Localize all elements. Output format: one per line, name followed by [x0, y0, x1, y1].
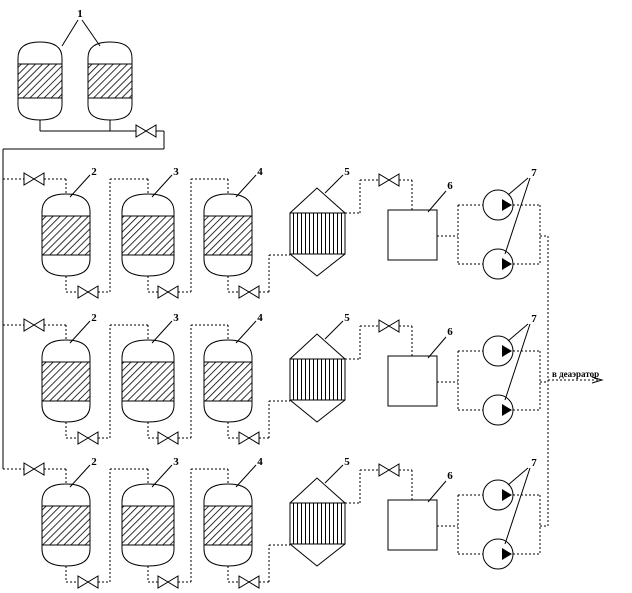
- top-filter-group: [2, 19, 165, 469]
- label-2: 2: [91, 166, 97, 178]
- label-6: 6: [447, 326, 453, 338]
- tank: [387, 209, 438, 261]
- heat-exchanger-tubes: [289, 212, 346, 255]
- label-1: 1: [77, 8, 83, 20]
- pump-arrow-icon: [502, 258, 512, 270]
- pump-lower: [482, 394, 514, 426]
- label-3: 3: [173, 456, 179, 468]
- filter-bed-3: [121, 361, 175, 402]
- label-6: 6: [447, 180, 453, 192]
- filter-bed-3: [121, 215, 175, 256]
- label-4: 4: [257, 166, 263, 178]
- filter-bed-2: [41, 505, 91, 546]
- label-4: 4: [257, 456, 263, 468]
- heat-exchanger-tubes: [289, 502, 346, 545]
- valve-icon[interactable]: [238, 575, 260, 589]
- pump-upper: [482, 189, 514, 221]
- collector-header: [547, 236, 600, 526]
- top-filter-bed-right: [87, 63, 133, 99]
- label-2: 2: [91, 312, 97, 324]
- outlet-arrow-icon: [591, 376, 604, 384]
- filter-bed-3: [121, 505, 175, 546]
- label-7: 7: [531, 167, 537, 179]
- label-5: 5: [344, 166, 350, 178]
- tank: [387, 499, 438, 551]
- valve-icon[interactable]: [238, 285, 260, 299]
- valve-icon[interactable]: [135, 124, 157, 138]
- valve-icon[interactable]: [378, 319, 400, 333]
- label-6: 6: [447, 470, 453, 482]
- valve-icon[interactable]: [157, 431, 179, 445]
- pump-arrow-icon: [502, 345, 512, 357]
- tank: [387, 355, 438, 407]
- valve-icon[interactable]: [378, 173, 400, 187]
- pump-arrow-icon: [502, 404, 512, 416]
- heat-exchanger-tubes: [289, 358, 346, 401]
- valve-icon[interactable]: [77, 431, 99, 445]
- filter-bed-4: [203, 505, 253, 546]
- filter-bed-2: [41, 361, 91, 402]
- filter-bed-2: [41, 215, 91, 256]
- label-4: 4: [257, 312, 263, 324]
- component-labels: 2 3 4 5 6 7 2 3 4 5 6 7 2 3 4 5 6 7: [91, 166, 537, 482]
- pump-arrow-icon: [502, 548, 512, 560]
- pump-arrow-icon: [502, 199, 512, 211]
- filter-bed-4: [203, 215, 253, 256]
- pump-upper: [482, 479, 514, 511]
- valve-icon[interactable]: [77, 575, 99, 589]
- pump-upper: [482, 335, 514, 367]
- treatment-line-3: [3, 462, 548, 589]
- pump-lower: [482, 538, 514, 570]
- valve-icon[interactable]: [157, 285, 179, 299]
- pump-lower: [482, 248, 514, 280]
- filter-bed-4: [203, 361, 253, 402]
- label-5: 5: [344, 456, 350, 468]
- valve-icon[interactable]: [23, 318, 45, 332]
- treatment-line-2: [3, 318, 548, 445]
- label-7: 7: [531, 313, 537, 325]
- label-3: 3: [173, 312, 179, 324]
- label-7: 7: [531, 457, 537, 469]
- outlet-label: в деаэратор: [552, 369, 599, 379]
- label-5: 5: [344, 312, 350, 324]
- valve-icon[interactable]: [23, 172, 45, 186]
- valve-icon[interactable]: [157, 575, 179, 589]
- valve-icon[interactable]: [378, 463, 400, 477]
- pump-arrow-icon: [502, 489, 512, 501]
- label-3: 3: [173, 166, 179, 178]
- treatment-line-1: [3, 172, 548, 299]
- top-filter-bed-left: [17, 63, 63, 99]
- label-2: 2: [91, 456, 97, 468]
- valve-icon[interactable]: [238, 431, 260, 445]
- valve-icon[interactable]: [23, 462, 45, 476]
- valve-icon[interactable]: [77, 285, 99, 299]
